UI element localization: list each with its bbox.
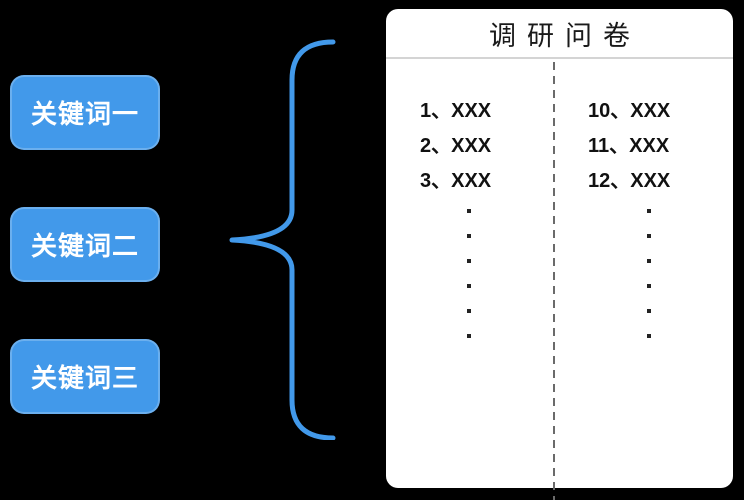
question-item: 3、XXX [420, 170, 492, 192]
ellipsis-left [467, 209, 471, 359]
ellipsis-dot [467, 284, 471, 288]
keyword-label-1: 关键词一 [30, 99, 139, 129]
curly-brace-path [229, 39, 336, 440]
keyword-box-2: 关键词二 [10, 207, 160, 282]
title-separator [386, 57, 733, 59]
ellipsis-dot [647, 209, 651, 213]
ellipsis-dot [467, 234, 471, 238]
keyword-box-3: 关键词三 [10, 339, 160, 414]
keyword-label-2: 关键词二 [30, 231, 139, 261]
question-column-right: 10、XXX 11、XXX 12、XXX [588, 100, 728, 205]
ellipsis-dot [467, 259, 471, 263]
curly-brace-icon [229, 39, 336, 440]
question-item: 12、XXX [588, 170, 671, 192]
question-item: 11、XXX [588, 135, 670, 157]
keyword-box-1: 关键词一 [10, 75, 160, 150]
ellipsis-dot [467, 334, 471, 338]
ellipsis-dot [647, 309, 651, 313]
column-divider-dashed-line [553, 62, 555, 500]
ellipsis-right [647, 209, 651, 359]
questionnaire-panel: 调研问卷 1、XXX 2、XXX 3、XXX 10、XXX 11、XXX 12、… [386, 9, 733, 500]
panel-title: 调研问卷 [489, 20, 641, 51]
keyword-label-3: 关键词三 [30, 363, 139, 393]
ellipsis-dot [467, 209, 471, 213]
ellipsis-dot [647, 284, 651, 288]
question-item: 1、XXX [420, 100, 492, 122]
ellipsis-dot [647, 234, 651, 238]
question-item: 10、XXX [588, 100, 671, 122]
ellipsis-dot [647, 334, 651, 338]
ellipsis-dot [467, 309, 471, 313]
question-item: 2、XXX [420, 135, 492, 157]
question-column-left: 1、XXX 2、XXX 3、XXX [420, 100, 560, 205]
ellipsis-dot [647, 259, 651, 263]
